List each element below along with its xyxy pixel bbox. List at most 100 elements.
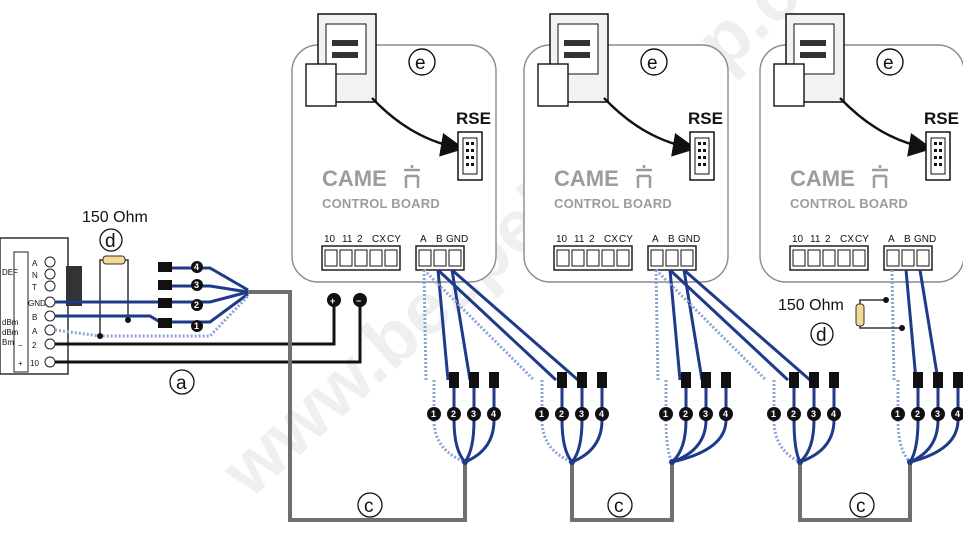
left-module-letter-n: N <box>32 271 38 280</box>
terminal-label: 11 <box>810 234 821 245</box>
board-subtitle: CONTROL BOARD <box>554 196 672 211</box>
bus-wiring <box>654 268 811 382</box>
conductor-number: 3 <box>471 409 476 419</box>
board-subtitle: CONTROL BOARD <box>322 196 440 211</box>
bus-wiring <box>422 268 579 382</box>
left-module-term-plus: + <box>18 359 23 368</box>
left-module-letter-t: T <box>32 283 37 292</box>
terminal-label: 2 <box>589 234 595 245</box>
terminal-label: 10 <box>324 234 336 245</box>
resistor-right-letter: d <box>816 325 827 346</box>
left-module-partial-bm: Bm <box>2 338 14 347</box>
left-module-term-2: 2 <box>32 341 37 350</box>
terminal-label: 2 <box>825 234 831 245</box>
terminal-label: 10 <box>556 234 568 245</box>
bus-terminal-label: GND <box>678 234 700 245</box>
bus-terminal-label: A <box>420 234 427 245</box>
bus-terminal-label: A <box>888 234 895 245</box>
resistor-left-value: 150 Ohm <box>82 209 148 226</box>
fan-connector-4: 1 2 3 4 <box>767 372 841 465</box>
terminal-label: 11 <box>574 234 585 245</box>
conductor-number: 4 <box>723 409 728 419</box>
svg-text:3: 3 <box>194 280 199 290</box>
left-module: DEF dBm dBm Bm A N T GND B A − 2 + 10 <box>0 237 82 375</box>
conductor-number: 2 <box>683 409 688 419</box>
resistor-right-value: 150 Ohm <box>778 297 844 314</box>
fan-connector-1: 1 2 3 4 <box>427 372 501 465</box>
board-subtitle: CONTROL BOARD <box>790 196 908 211</box>
fan-connector-2: 1 2 3 4 <box>535 372 609 465</box>
terminal-label: CX <box>372 234 386 245</box>
rse-receiver-module <box>773 13 845 107</box>
svg-text:4: 4 <box>194 262 199 272</box>
left-module-letter-a: A <box>32 259 38 268</box>
device-letter: e <box>415 53 426 74</box>
fan-connector-5: 1 2 3 4 <box>891 372 963 465</box>
cable-label-1: c <box>364 496 374 517</box>
conductor-number: 2 <box>451 409 456 419</box>
rse-socket-label: RSE <box>456 109 491 128</box>
conductor-number: 2 <box>915 409 920 419</box>
power-cable: + − a <box>55 293 367 395</box>
device-letter: e <box>883 53 894 74</box>
bus-wiring <box>890 269 940 381</box>
polarity-minus: − <box>356 296 361 306</box>
svg-text:2: 2 <box>194 300 199 310</box>
rse-receiver-module <box>305 13 377 107</box>
conductor-number: 4 <box>599 409 604 419</box>
left-bus-wiring <box>54 266 250 339</box>
left-module-partial-dbm-1: dBm <box>2 318 19 327</box>
conductor-number: 4 <box>831 409 836 419</box>
cable-label-3: c <box>856 496 866 517</box>
rse-socket-label: RSE <box>688 109 723 128</box>
terminal-label: 2 <box>357 234 363 245</box>
conductor-number: 3 <box>935 409 940 419</box>
terminal-label: CX <box>840 234 854 245</box>
conductor-number: 4 <box>955 409 960 419</box>
conductor-number: 2 <box>791 409 796 419</box>
left-module-term-a: A <box>32 327 38 336</box>
svg-text:1: 1 <box>194 321 199 331</box>
resistor-right: 150 Ohm d <box>778 297 905 346</box>
bus-terminal-label: A <box>652 234 659 245</box>
conductor-number: 1 <box>771 409 776 419</box>
conductor-number: 1 <box>895 409 900 419</box>
brand-label: CAME <box>790 166 855 191</box>
conductor-number: 2 <box>559 409 564 419</box>
terminal-label: 10 <box>792 234 804 245</box>
conductor-number: 3 <box>579 409 584 419</box>
rse-receiver-module <box>537 13 609 107</box>
conductor-number: 4 <box>491 409 496 419</box>
bus-terminal-label: GND <box>446 234 468 245</box>
trunk-cables <box>248 290 912 522</box>
brand-label: CAME <box>322 166 387 191</box>
device-letter: e <box>647 53 658 74</box>
left-module-term-10: 10 <box>30 359 39 368</box>
rse-socket-label: RSE <box>924 109 959 128</box>
left-connector: 4 3 2 1 <box>158 261 203 332</box>
left-module-term-b: B <box>32 313 37 322</box>
power-cable-letter: a <box>176 373 187 394</box>
cable-labels: c c c <box>357 492 875 518</box>
polarity-plus: + <box>330 296 335 306</box>
terminal-label: CY <box>855 234 869 245</box>
terminal-label: CX <box>604 234 618 245</box>
conductor-number: 1 <box>539 409 544 419</box>
terminal-label: 11 <box>342 234 353 245</box>
fan-connector-3: 1 2 3 4 <box>659 372 733 465</box>
conductor-number: 3 <box>703 409 708 419</box>
conductor-number: 1 <box>663 409 668 419</box>
conductor-number: 3 <box>811 409 816 419</box>
conductor-number: 1 <box>431 409 436 419</box>
left-module-partial-dbm-2: dBm <box>2 328 19 337</box>
terminal-label: CY <box>619 234 633 245</box>
